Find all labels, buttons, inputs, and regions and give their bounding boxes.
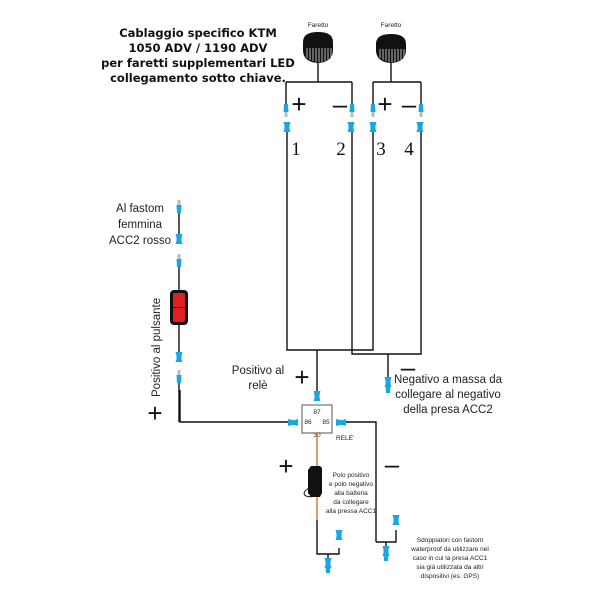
relay-pin-85: 85 xyxy=(322,419,330,426)
relay-pin-86: 86 xyxy=(304,419,312,426)
svg-text:da collegare: da collegare xyxy=(333,499,369,506)
svg-text:Al fastom: Al fastom xyxy=(116,203,164,215)
terminal-connector xyxy=(347,122,355,132)
relay-86-wire xyxy=(179,390,288,423)
fuse-holder-icon xyxy=(303,466,322,498)
lamp-1: Faretto xyxy=(303,22,333,63)
switch-positive-sign: + xyxy=(147,398,162,428)
lamp-harness xyxy=(286,132,422,392)
ground-label: – Negativo a massa da collegare al negat… xyxy=(394,352,503,416)
svg-text:dispositivi (es. GPS): dispositivi (es. GPS) xyxy=(421,573,480,580)
svg-text:ACC2 rosso: ACC2 rosso xyxy=(109,235,171,247)
svg-text:alla batteria: alla batteria xyxy=(334,490,368,497)
svg-text:Polo positivo: Polo positivo xyxy=(333,472,370,479)
acc2-female-connector xyxy=(175,234,183,244)
relay-87-connector xyxy=(313,391,321,401)
terminal-number: 4 xyxy=(404,139,414,160)
title-line: 1050 ADV / 1190 ADV xyxy=(129,41,268,55)
svg-text:collegare al negativo: collegare al negativo xyxy=(395,389,501,401)
switch-button xyxy=(170,290,188,325)
lamp-connector xyxy=(370,104,376,117)
terminal-sign: – xyxy=(333,89,348,119)
svg-text:caso in cui la presa ACC1: caso in cui la presa ACC1 xyxy=(413,555,488,562)
relay-label: RELE' xyxy=(336,435,354,442)
switch-relay-connector xyxy=(176,370,182,383)
switch-input-connector xyxy=(176,254,182,267)
svg-text:della presa ACC2: della presa ACC2 xyxy=(403,404,493,416)
svg-text:Sdoppiatori con fastom: Sdoppiatori con fastom xyxy=(417,537,483,544)
svg-text:e polo negativo: e polo negativo xyxy=(329,481,373,488)
terminal-connector xyxy=(416,122,424,132)
switch-chain xyxy=(170,200,188,422)
relay-85-connector xyxy=(336,419,346,426)
relay-86-connector xyxy=(288,419,298,426)
terminal-connector xyxy=(369,122,377,132)
ground-fastom xyxy=(384,377,392,387)
svg-text:relè: relè xyxy=(248,380,267,392)
acc2-label: Al fastom femmina ACC2 rosso xyxy=(109,203,171,247)
battery-splitter-fastom xyxy=(324,558,332,568)
svg-text:Negativo a massa da: Negativo a massa da xyxy=(394,374,503,386)
svg-text:femmina: femmina xyxy=(118,219,163,231)
switch-label: Positivo al pulsante xyxy=(151,298,163,397)
led-lamp-icon xyxy=(303,32,333,63)
battery-positive-sign: + xyxy=(278,451,293,481)
battery-label: + – Polo positivo e polo negativo alla b… xyxy=(278,449,399,515)
battery-feed xyxy=(303,433,340,562)
relay-positive-label: Positivo al relè + xyxy=(232,362,310,392)
terminal-sign: – xyxy=(402,89,417,119)
ground-splitter-fastom xyxy=(382,546,390,556)
led-lamp-icon xyxy=(376,34,406,63)
terminal-connector xyxy=(283,122,291,132)
splitter-label: Sdoppiatori con fastom waterproof da uti… xyxy=(410,537,489,580)
svg-text:waterproof da utilizzare nel: waterproof da utilizzare nel xyxy=(410,546,489,553)
title-line: collegamento sotto chiave. xyxy=(110,71,286,85)
title-line: per faretti supplementari LED xyxy=(101,56,295,70)
terminal-sign: + xyxy=(291,89,306,119)
lamp-label: Faretto xyxy=(381,22,402,29)
acc2-male-connector xyxy=(176,200,182,213)
relay-pin-87: 87 xyxy=(313,409,321,416)
svg-text:alla pressa ACC1: alla pressa ACC1 xyxy=(326,508,377,515)
positive-sign: + xyxy=(294,362,309,392)
lamp-connector xyxy=(349,104,355,117)
lamp-label: Faretto xyxy=(308,22,329,29)
title-line: Cablaggio specifico KTM xyxy=(119,26,277,40)
lamp-wires xyxy=(285,63,422,106)
svg-text:sia già utilizzata da altri: sia già utilizzata da altri xyxy=(416,564,483,571)
lamp-connector xyxy=(418,104,424,117)
battery-positive-connector xyxy=(335,530,343,540)
terminal-sign: + xyxy=(377,89,392,119)
switch-output-connector xyxy=(175,352,183,362)
ground-splitter-connector xyxy=(392,515,400,525)
lamp-2: Faretto xyxy=(376,22,406,63)
negative-sign: – xyxy=(401,352,416,382)
relay: 87 86 85 30 RELE' xyxy=(301,404,354,442)
terminal-number: 2 xyxy=(336,139,346,160)
lamp-connector xyxy=(283,104,289,117)
relay-85-wire xyxy=(346,421,377,542)
battery-negative-sign: – xyxy=(385,449,400,479)
terminal-number: 3 xyxy=(376,139,386,160)
svg-text:Positivo al: Positivo al xyxy=(232,365,284,377)
diagram-title: Cablaggio specifico KTM 1050 ADV / 1190 … xyxy=(101,26,295,85)
terminal-number: 1 xyxy=(291,139,301,160)
